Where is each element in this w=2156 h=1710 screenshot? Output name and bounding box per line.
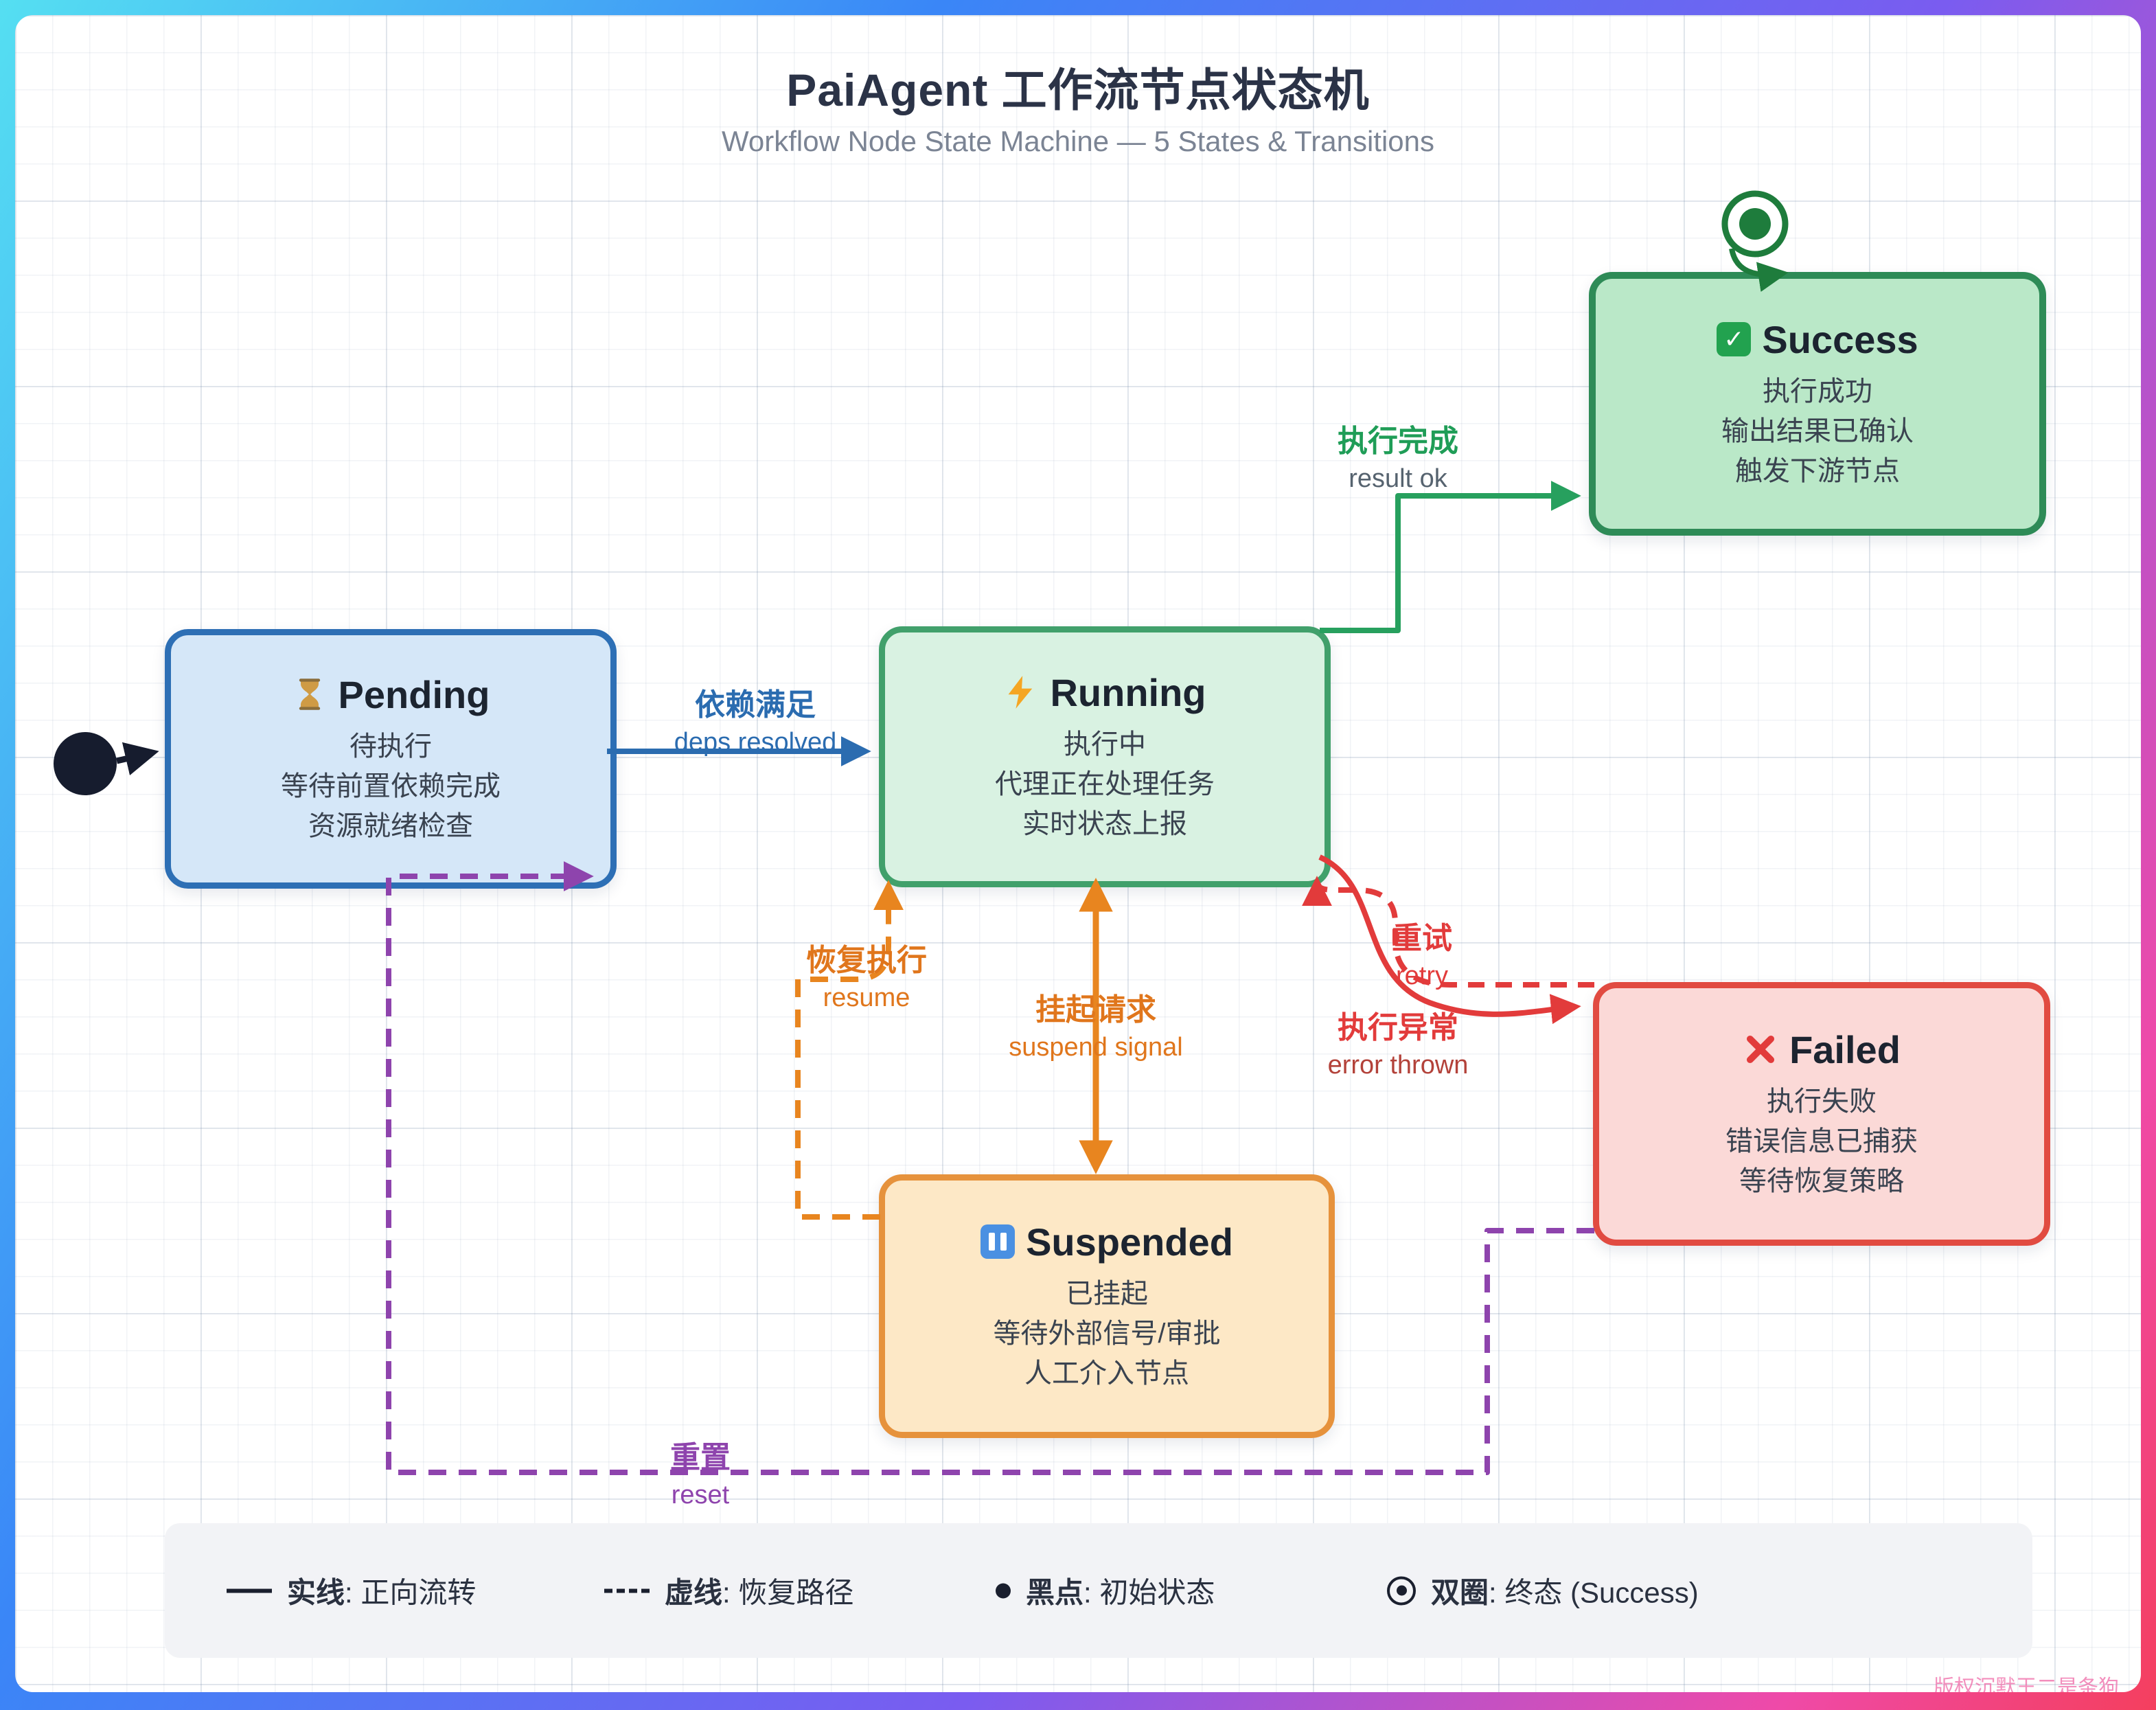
watermark: 版权沉默王二是条狗 (1934, 1676, 2119, 1692)
dashed-line-icon (604, 1588, 650, 1593)
transition-label-en: retry (1396, 961, 1448, 990)
legend-item-dashed-line: 虚线: 恢复路径 (604, 1570, 853, 1612)
transition-label-suspend-signal: 挂起请求 suspend signal (972, 992, 1219, 1066)
cross-icon (1743, 1031, 1778, 1067)
legend-desc: : 终态 (Success) (1489, 1576, 1699, 1609)
transition-label-en: result ok (1349, 464, 1447, 493)
legend-desc: : 初始状态 (1083, 1576, 1215, 1609)
transition-label-zh: 挂起请求 (1035, 993, 1156, 1027)
final-state-inner-circle (1739, 208, 1771, 240)
state-failed-title: Failed (1743, 1027, 1901, 1072)
transition-label-en: reset (671, 1481, 730, 1509)
legend-item-solid-line: 实线: 正向流转 (227, 1570, 476, 1612)
solid-line-icon (227, 1588, 272, 1593)
state-pending-title: Pending (292, 672, 490, 717)
legend-desc: : 正向流转 (345, 1576, 477, 1609)
legend-text: 双圈: 终态 (Success) (1431, 1570, 1699, 1612)
legend-desc: : 恢复路径 (722, 1576, 854, 1609)
diagram-stage: PaiAgent 工作流节点状态机 Workflow Node State Ma… (15, 15, 2141, 1692)
transition-label-en: suspend signal (1009, 1033, 1183, 1062)
lightning-icon (1003, 674, 1039, 710)
black-dot-icon (996, 1583, 1011, 1598)
state-name: Pending (338, 672, 490, 716)
state-desc-line: 执行成功 (1763, 376, 1872, 407)
state-desc-line: 资源就绪检查 (308, 810, 473, 841)
diagram-canvas: PaiAgent 工作流节点状态机 Workflow Node State Ma… (15, 15, 2141, 1692)
transition-label-zh: 执行完成 (1338, 424, 1458, 458)
state-desc-line: 执行失败 (1767, 1086, 1877, 1117)
transition-label-error-thrown: 执行异常 error thrown (1268, 1010, 1528, 1084)
state-desc-line: 执行中 (1064, 729, 1146, 760)
state-success-title: Success (1717, 317, 1918, 362)
state-desc-line: 人工介入节点 (1024, 1358, 1189, 1389)
transition-label-en: resume (823, 983, 910, 1012)
transition-label-zh: 重置 (670, 1441, 731, 1474)
state-desc-line: 已挂起 (1066, 1278, 1148, 1309)
legend-text: 实线: 正向流转 (287, 1570, 476, 1612)
initial-transition-path (115, 742, 159, 776)
legend-term: 虚线 (665, 1576, 723, 1609)
transition-label-zh: 重试 (1392, 922, 1452, 955)
state-running-title: Running (1003, 670, 1206, 715)
state-desc-line: 实时状态上报 (1022, 808, 1187, 839)
state-desc-line: 等待恢复策略 (1739, 1165, 1904, 1196)
state-pending: Pending 待执行 等待前置依赖完成 资源就绪检查 (165, 629, 617, 889)
state-desc-line: 输出结果已确认 (1721, 415, 1914, 446)
state-name: Suspended (1026, 1220, 1233, 1264)
connectors-layer (54, 190, 1789, 1475)
legend-term: 双圈 (1431, 1576, 1489, 1609)
transition-label-en: error thrown (1327, 1051, 1469, 1080)
state-suspended-title: Suspended (980, 1220, 1233, 1264)
legend-term: 实线 (287, 1576, 345, 1609)
state-desc-line: 代理正在处理任务 (995, 768, 1215, 799)
state-desc-line: 等待前置依赖完成 (281, 771, 501, 801)
hourglass-icon (292, 676, 328, 712)
state-running: Running 执行中 代理正在处理任务 实时状态上报 (879, 626, 1331, 887)
legend-text: 虚线: 恢复路径 (665, 1570, 853, 1612)
pause-icon (980, 1224, 1016, 1259)
state-desc-line: 错误信息已捕获 (1725, 1126, 1918, 1156)
legend-item-double-circle: 双圈: 终态 (Success) (1387, 1570, 1699, 1612)
legend-text: 黑点: 初始状态 (1026, 1570, 1215, 1612)
state-name: Success (1762, 317, 1918, 361)
transition-label-zh: 执行异常 (1338, 1011, 1458, 1045)
transition-label-en: deps resolved (674, 728, 837, 757)
legend-term: 黑点 (1026, 1576, 1084, 1609)
state-suspended: Suspended 已挂起 等待外部信号/审批 人工介入节点 (879, 1174, 1335, 1438)
state-failed: Failed 执行失败 错误信息已捕获 等待恢复策略 (1593, 982, 2050, 1246)
legend-bar: 实线: 正向流转 虚线: 恢复路径 黑点: 初始状态 双圈: 终态 (Succe… (165, 1523, 2032, 1658)
transition-label-retry: 重试 retry (1343, 920, 1501, 994)
state-success: Success 执行成功 输出结果已确认 触发下游节点 (1589, 272, 2046, 536)
transition-resume-path (795, 880, 904, 1220)
state-name: Failed (1789, 1027, 1901, 1071)
transition-label-zh: 恢复执行 (806, 944, 927, 977)
page-title: PaiAgent 工作流节点状态机 (786, 65, 1370, 115)
state-desc-line: 待执行 (349, 731, 432, 762)
transition-label-resume: 恢复执行 resume (750, 942, 983, 1016)
transition-label-reset: 重置 reset (618, 1439, 783, 1514)
transition-result-ok-path (1320, 481, 1581, 633)
state-name: Running (1050, 670, 1206, 714)
transition-retry-path (1302, 876, 1594, 988)
transition-error-thrown-path (1318, 854, 1581, 1025)
double-circle-icon (1387, 1576, 1416, 1605)
transition-label-result-ok: 执行完成 result ok (1288, 423, 1508, 497)
legend-item-black-dot: 黑点: 初始状态 (996, 1570, 1215, 1612)
check-icon (1717, 322, 1752, 356)
transition-label-zh: 依赖满足 (695, 688, 816, 722)
page-subtitle: Workflow Node State Machine — 5 States &… (721, 125, 1435, 157)
final-transition-path (1729, 248, 1789, 292)
state-desc-line: 等待外部信号/审批 (993, 1318, 1221, 1349)
state-desc-line: 触发下游节点 (1735, 455, 1900, 486)
transition-label-deps-resolved: 依赖满足 deps resolved (632, 687, 879, 761)
initial-state-dot (54, 732, 117, 795)
